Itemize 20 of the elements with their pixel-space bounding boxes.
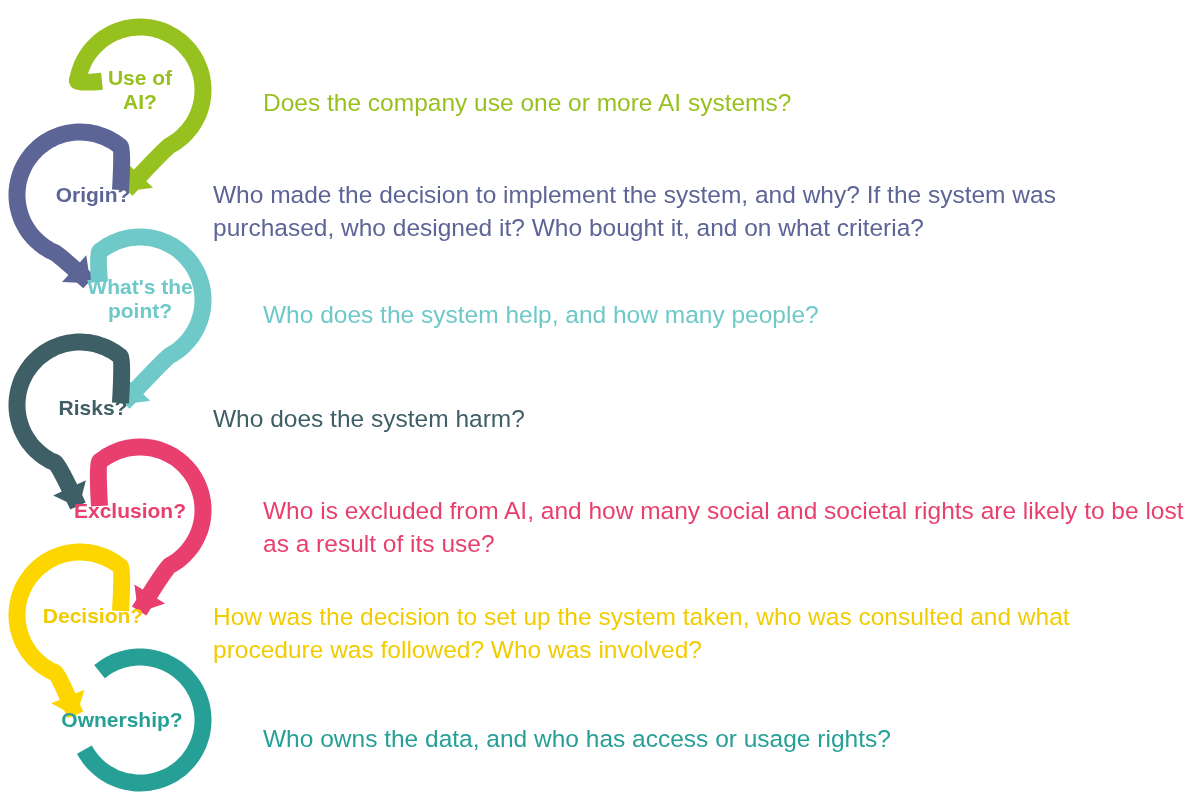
question-text: Does the company use one or more AI systems? [263, 88, 793, 118]
step-label: Risks? [58, 396, 128, 420]
question-text: Who is excluded from AI, and how many social and societal rights are likely to be lost as a result of its use? [263, 496, 1185, 559]
step-label: Origin? [55, 183, 131, 207]
curved-arrow [90, 228, 212, 409]
question-text: Who does the system harm? [213, 404, 526, 434]
step-label: Decision? [42, 604, 144, 628]
curved-arrow [8, 543, 131, 719]
question-text: Who does the system help, and how many people? [263, 300, 820, 330]
curved-arrow [8, 123, 131, 289]
step-label: Exclusion? [74, 499, 186, 523]
step-label: What's the point? [85, 275, 195, 323]
question-text: Who made the decision to implement the system, and why? If the system was purchased, who designed it? Who bought it, and on what criteria? [213, 180, 1057, 243]
curved-arrow [89, 438, 212, 616]
step-label: Use of AI? [95, 66, 185, 114]
curved-arrow [8, 333, 131, 510]
question-text: How was the decision to set up the system taken, who was consulted and what procedure was followed? Who was involved? [213, 602, 1071, 665]
step-label: Ownership? [61, 708, 183, 732]
question-text: Who owns the data, and who has access or usage rights? [263, 724, 892, 754]
curved-arrow [69, 18, 212, 196]
